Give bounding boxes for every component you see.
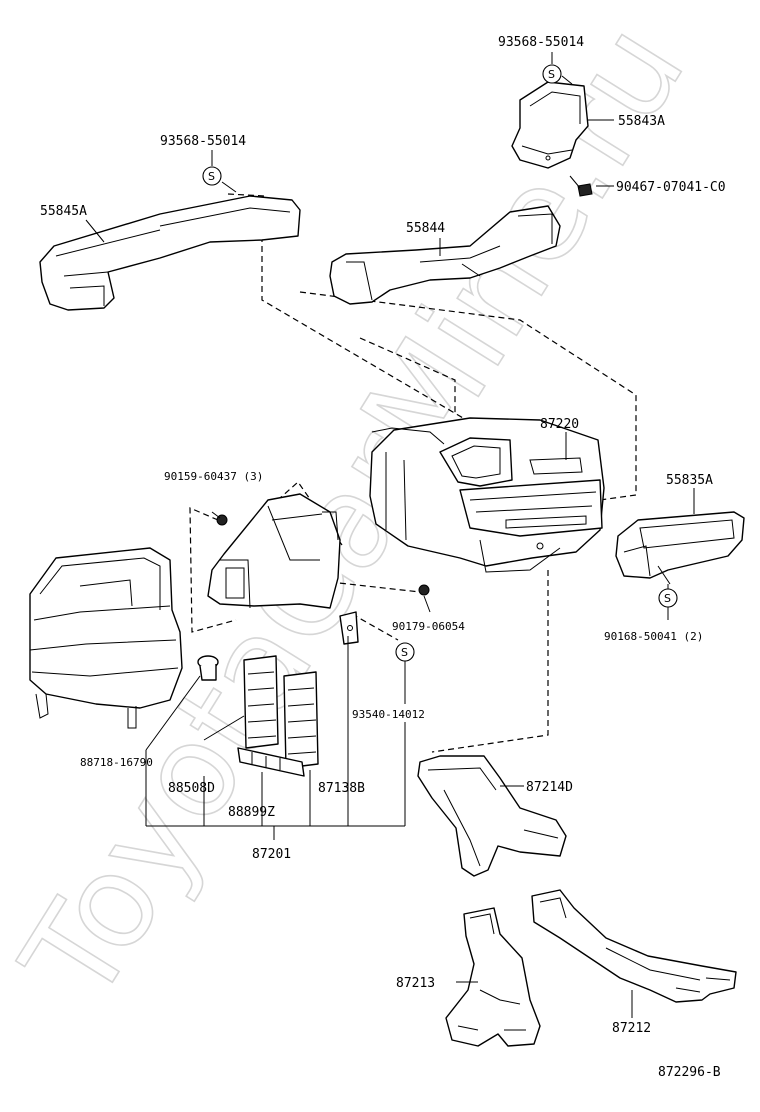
label-87138B: 87138B (318, 781, 365, 796)
label-93568-left: 93568-55014 (160, 134, 246, 149)
s-symbol-top: S (542, 64, 562, 84)
part-87213-duct[interactable] (445, 907, 541, 1047)
part-55845A-duct[interactable] (39, 195, 301, 311)
part-87220-heater-unit[interactable] (369, 417, 605, 573)
part-labels: 93568-55014 55843A 90467-07041-C0 93568-… (40, 35, 726, 1080)
bolt-90159[interactable] (211, 511, 228, 526)
diagram-id: 872296-B (658, 1065, 721, 1080)
watermark: ToyotaCarMine.ru (0, 0, 715, 1028)
svg-text:S: S (548, 68, 555, 81)
label-88899Z: 88899Z (228, 805, 275, 820)
label-87213: 87213 (396, 976, 435, 991)
part-55844-duct[interactable] (329, 205, 561, 305)
part-blower-housing[interactable] (29, 547, 183, 729)
label-55845A: 55845A (40, 204, 87, 219)
part-87212-duct[interactable] (531, 889, 737, 1003)
part-87214D-duct[interactable] (417, 755, 567, 877)
part-55843A-duct[interactable] (511, 81, 589, 169)
label-93540: 93540-14012 (352, 708, 425, 721)
label-88508D: 88508D (168, 781, 215, 796)
bracket-87138B[interactable] (339, 611, 359, 645)
label-55843A: 55843A (618, 114, 665, 129)
clip-88718[interactable] (197, 655, 219, 681)
label-90159: 90159-60437 (3) (164, 470, 263, 483)
label-87212: 87212 (612, 1021, 651, 1036)
holder-88899Z[interactable] (237, 747, 305, 777)
label-88718: 88718-16790 (80, 756, 153, 769)
label-87214D: 87214D (526, 780, 573, 795)
label-90179: 90179-06054 (392, 620, 465, 633)
label-87220: 87220 (540, 417, 579, 432)
s-symbol-left: S (202, 166, 222, 186)
label-87201: 87201 (252, 847, 291, 862)
s-symbol-right: S (658, 588, 678, 608)
part-bracket-frame[interactable] (207, 493, 341, 609)
label-90168: 90168-50041 (2) (604, 630, 703, 643)
label-93568-top: 93568-55014 (498, 35, 584, 50)
filter-88508D[interactable] (243, 655, 319, 769)
label-55835A: 55835A (666, 473, 713, 488)
label-90467: 90467-07041-C0 (616, 180, 726, 195)
part-55835A-vent[interactable] (615, 511, 745, 585)
screw-90467[interactable] (569, 175, 593, 197)
leader-lines (85, 52, 695, 1018)
s-symbol-middle: S (395, 642, 415, 662)
svg-text:S: S (664, 592, 671, 605)
label-55844: 55844 (406, 221, 445, 236)
svg-text:S: S (401, 646, 408, 659)
svg-text:S: S (208, 170, 215, 183)
screw-90179[interactable] (418, 584, 430, 596)
watermark-text: ToyotaCarMine.ru (0, 0, 715, 1028)
